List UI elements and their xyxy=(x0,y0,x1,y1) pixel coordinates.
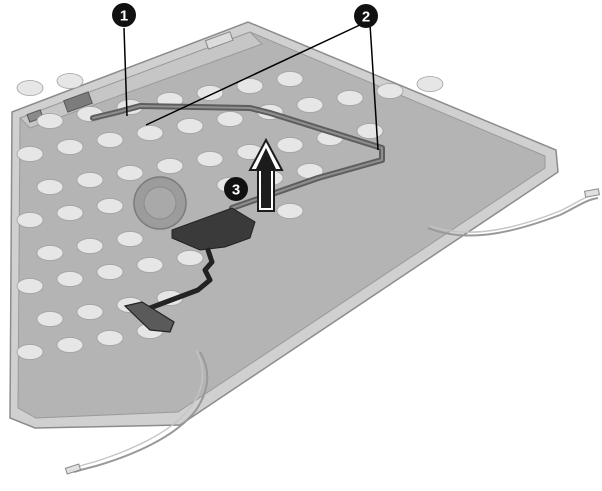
panel-hole xyxy=(137,258,163,273)
panel-hole xyxy=(217,112,243,127)
panel-hole xyxy=(77,173,103,188)
antenna-connector-left xyxy=(65,464,80,474)
callout-3-number: 3 xyxy=(232,182,240,199)
panel-hole xyxy=(197,152,223,167)
panel-hole xyxy=(297,98,323,113)
panel-hole xyxy=(17,81,43,96)
callout-2-number: 2 xyxy=(362,9,370,26)
panel-hole xyxy=(177,251,203,266)
panel-hole xyxy=(97,199,123,214)
panel-hole xyxy=(117,166,143,181)
callout-2: 2 xyxy=(354,4,378,28)
panel-hole xyxy=(197,86,223,101)
panel-hole xyxy=(57,272,83,287)
callout-1: 1 xyxy=(112,3,136,27)
panel-hole xyxy=(377,84,403,99)
panel-hole xyxy=(37,312,63,327)
panel-hole xyxy=(77,239,103,254)
panel-hole xyxy=(57,140,83,155)
panel-hole xyxy=(17,213,43,228)
callout-1-number: 1 xyxy=(120,8,128,25)
panel-hole xyxy=(37,180,63,195)
panel-hole xyxy=(177,119,203,134)
panel-hole xyxy=(137,126,163,141)
panel-hole xyxy=(17,279,43,294)
panel-hole xyxy=(157,159,183,174)
panel-hole xyxy=(277,204,303,219)
panel-hole xyxy=(17,345,43,360)
panel-hole xyxy=(97,133,123,148)
panel-hole xyxy=(417,77,443,92)
panel-hole xyxy=(277,138,303,153)
panel-hole xyxy=(17,147,43,162)
panel-hole xyxy=(357,124,383,139)
panel-hole xyxy=(77,305,103,320)
callout-3: 3 xyxy=(224,177,248,201)
panel-hole xyxy=(37,114,63,129)
panel-hole xyxy=(37,246,63,261)
panel-hole xyxy=(57,74,83,89)
panel-hole xyxy=(117,232,143,247)
antenna-connector-right xyxy=(585,189,600,197)
panel-hole xyxy=(57,206,83,221)
panel-hole xyxy=(97,265,123,280)
center-emblem-inner xyxy=(144,187,176,219)
panel-hole xyxy=(57,338,83,353)
panel-hole xyxy=(337,91,363,106)
panel-hole xyxy=(277,72,303,87)
panel-hole xyxy=(97,331,123,346)
